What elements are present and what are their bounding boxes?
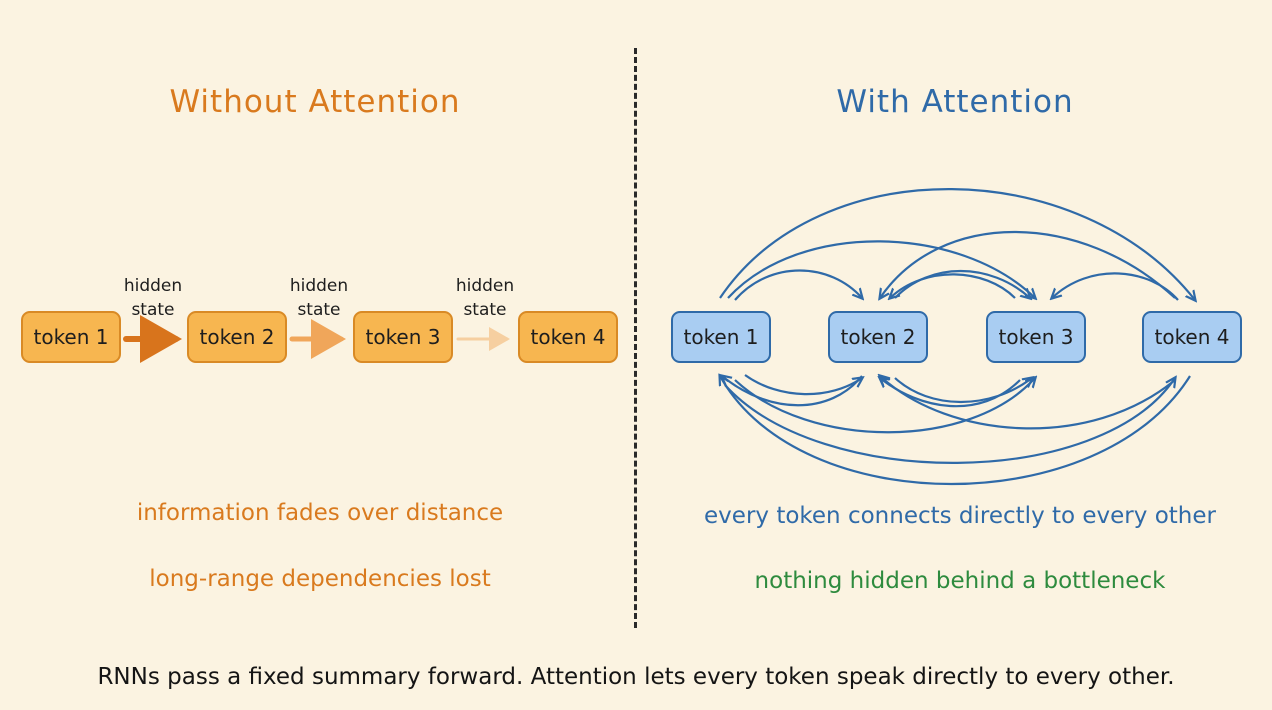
arc-4-2-top	[880, 230, 1176, 298]
arc-2-1-bottom	[722, 376, 863, 407]
hidden-state-label-text: hidden state	[123, 276, 183, 320]
caption-long-range-lost: long-range dependencies lost	[149, 566, 491, 592]
arc-1-3-bottom	[734, 378, 1035, 434]
attention-arcs-top	[719, 188, 1195, 301]
rnn-token-1: token 1	[21, 311, 121, 363]
attention-token-1: token 1	[671, 311, 771, 363]
hidden-state-label-2: hidden state	[279, 274, 359, 322]
arc-1-4-top	[719, 188, 1195, 300]
arc-1-4-bottom	[724, 378, 1175, 464]
arc-1-2-bottom	[744, 374, 862, 396]
hidden-state-label-1: hidden state	[113, 274, 193, 322]
caption-every-token-connects: every token connects directly to every o…	[704, 503, 1216, 529]
attention-token-2: token 2	[828, 311, 928, 363]
arc-2-3-top	[894, 270, 1030, 298]
attention-token-3: token 3	[986, 311, 1086, 363]
hidden-state-label-3: hidden state	[445, 274, 525, 322]
arc-1-2-top	[734, 269, 862, 301]
rnn-token-3: token 3	[353, 311, 453, 363]
with-attention-title: With Attention	[836, 84, 1074, 120]
hidden-state-label-text: hidden state	[289, 276, 349, 320]
arc-3-2-top	[890, 273, 1016, 298]
arc-2-3-bottom	[894, 378, 1032, 403]
arc-4-2-bottom	[880, 376, 1176, 430]
without-attention-title: Without Attention	[169, 84, 461, 120]
rnn-token-2: token 2	[187, 311, 287, 363]
rnn-token-4: token 4	[518, 311, 618, 363]
hidden-state-label-text: hidden state	[455, 276, 515, 320]
panel-divider	[634, 48, 637, 628]
attention-token-4: token 4	[1142, 311, 1242, 363]
arc-4-3-top	[1052, 272, 1179, 301]
footer-summary: RNNs pass a fixed summary forward. Atten…	[97, 664, 1175, 690]
arc-4-1-bottom	[720, 376, 1191, 486]
attention-arcs-bottom	[720, 374, 1191, 486]
caption-information-fades: information fades over distance	[136, 500, 504, 526]
arc-1-3-top	[727, 240, 1035, 298]
caption-nothing-hidden: nothing hidden behind a bottleneck	[754, 568, 1166, 594]
